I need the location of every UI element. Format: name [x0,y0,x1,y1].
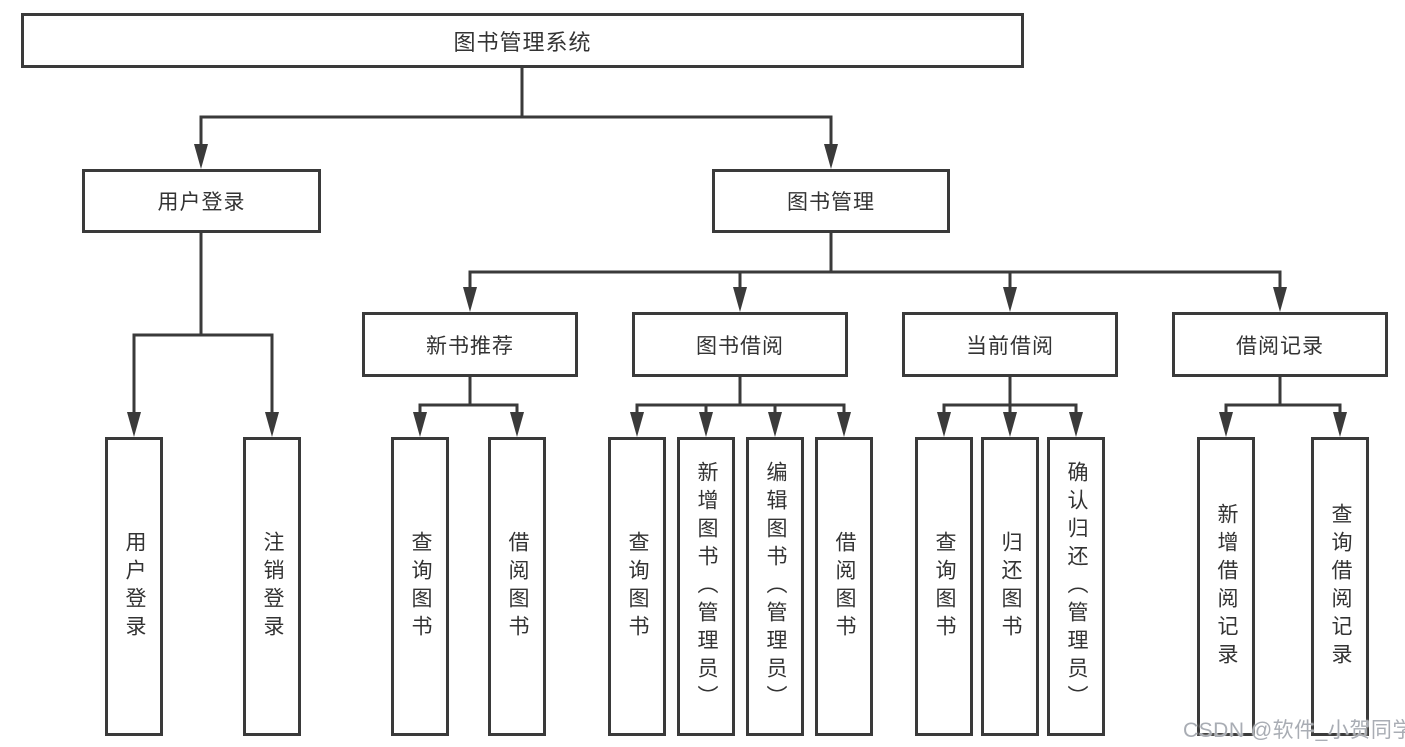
leaf-recommend-borrow-book-label: 借阅图书 [506,530,530,643]
node-new-book-recommend-label: 新书推荐 [426,334,514,358]
leaf-logout-label: 注销登录 [261,530,285,643]
leaf-add-borrow-record-label: 新增借阅记录 [1215,502,1239,671]
csdn-watermark: CSDN @软件_小贺同学 [1183,719,1405,742]
leaf-current-query-book-label: 查询图书 [933,530,957,643]
leaf-borrow-book: 借阅图书 [815,437,873,736]
leaf-borrow-query-book-label: 查询图书 [626,530,650,643]
node-user-login-label: 用户登录 [157,191,246,214]
node-borrow-record: 借阅记录 [1172,312,1388,377]
leaf-borrow-book-label: 借阅图书 [833,530,857,643]
node-new-book-recommend: 新书推荐 [362,312,578,377]
node-book-borrow-label: 图书借阅 [696,334,784,358]
arrowheads [127,144,1347,437]
leaf-edit-book-admin: 编辑图书（管理员） [746,437,804,736]
node-book-management: 图书管理 [712,169,950,233]
node-borrow-record-label: 借阅记录 [1236,334,1324,358]
leaf-recommend-query-book-label: 查询图书 [409,530,433,643]
leaf-confirm-return-admin-label: 确认归还（管理员） [1065,460,1089,713]
leaf-confirm-return-admin: 确认归还（管理员） [1047,437,1105,736]
node-root-system: 图书管理系统 [21,13,1024,68]
leaf-user-login-label: 用户登录 [123,530,147,643]
leaf-recommend-query-book: 查询图书 [391,437,449,736]
leaf-return-book-label: 归还图书 [999,530,1023,643]
leaf-return-book: 归还图书 [981,437,1039,736]
leaf-edit-book-admin-label: 编辑图书（管理员） [764,460,788,713]
node-root-label: 图书管理系统 [453,29,592,55]
leaf-add-borrow-record: 新增借阅记录 [1197,437,1255,736]
node-current-borrow-label: 当前借阅 [966,334,1054,358]
leaf-add-book-admin: 新增图书（管理员） [677,437,735,736]
node-book-management-label: 图书管理 [787,191,875,214]
node-current-borrow: 当前借阅 [902,312,1118,377]
leaf-current-query-book: 查询图书 [915,437,973,736]
node-book-borrow: 图书借阅 [632,312,848,377]
leaf-borrow-query-book: 查询图书 [608,437,666,736]
leaf-logout: 注销登录 [243,437,301,736]
leaf-query-borrow-record-label: 查询借阅记录 [1329,502,1353,671]
leaf-add-book-admin-label: 新增图书（管理员） [695,460,719,713]
leaf-recommend-borrow-book: 借阅图书 [488,437,546,736]
leaf-query-borrow-record: 查询借阅记录 [1311,437,1369,736]
node-user-login: 用户登录 [82,169,321,233]
leaf-user-login: 用户登录 [105,437,163,736]
